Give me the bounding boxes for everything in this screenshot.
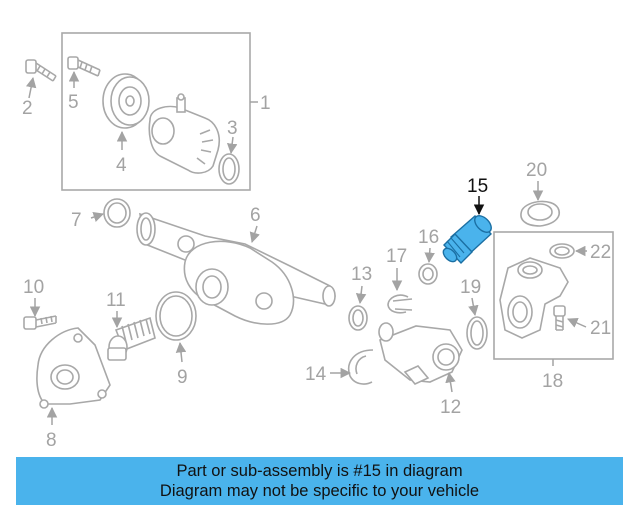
banner-line-1: Part or sub-assembly is #15 in diagram (176, 462, 463, 480)
part-4-pulley[interactable] (102, 73, 150, 129)
part-22-o-ring[interactable] (549, 243, 575, 259)
part-8-cover[interactable] (36, 327, 111, 409)
callout-5[interactable]: 5 (68, 92, 79, 113)
part-21-bolt[interactable] (553, 305, 566, 331)
callout-15[interactable]: 15 (467, 176, 488, 197)
part-9-gasket[interactable] (155, 291, 197, 341)
callout-18[interactable]: 18 (542, 371, 563, 392)
part-5-bolt[interactable] (67, 56, 101, 77)
part-water-pump[interactable] (148, 93, 221, 174)
callout-6[interactable]: 6 (250, 205, 261, 226)
part-2-bolt[interactable] (25, 59, 57, 82)
callout-21[interactable]: 21 (590, 318, 611, 339)
callout-19[interactable]: 19 (460, 277, 481, 298)
callout-4[interactable]: 4 (116, 155, 127, 176)
part-18-outlet[interactable] (499, 257, 569, 339)
part-11-thermostat[interactable] (107, 316, 156, 361)
part-20-gasket[interactable] (520, 200, 560, 227)
banner-line-2: Diagram may not be specific to your vehi… (159, 482, 480, 500)
callout-7[interactable]: 7 (71, 210, 82, 231)
part-13-o-ring[interactable] (348, 305, 368, 331)
callout-20[interactable]: 20 (526, 160, 547, 181)
callout-16[interactable]: 16 (418, 227, 439, 248)
part-15-sensor[interactable] (441, 213, 495, 265)
callout-3[interactable]: 3 (227, 118, 238, 139)
group-box-1 (61, 32, 251, 191)
callout-9[interactable]: 9 (177, 367, 188, 388)
callout-10[interactable]: 10 (23, 277, 44, 298)
callout-11[interactable]: 11 (106, 290, 126, 311)
part-6-housing[interactable] (136, 212, 337, 325)
callout-1[interactable]: 1 (260, 93, 271, 114)
part-17-clip[interactable] (387, 294, 413, 314)
callout-22[interactable]: 22 (590, 242, 611, 263)
part-14-clip[interactable] (348, 349, 374, 385)
info-banner: Part or sub-assembly is #15 in diagram D… (16, 457, 623, 505)
callout-17[interactable]: 17 (386, 246, 407, 267)
callout-14[interactable]: 14 (305, 364, 327, 385)
callout-8[interactable]: 8 (46, 430, 57, 451)
callout-13[interactable]: 13 (351, 264, 372, 285)
part-10-bolt[interactable] (23, 315, 57, 330)
callout-2[interactable]: 2 (22, 98, 33, 119)
part-16-o-ring[interactable] (418, 263, 438, 285)
callout-12[interactable]: 12 (440, 397, 461, 418)
